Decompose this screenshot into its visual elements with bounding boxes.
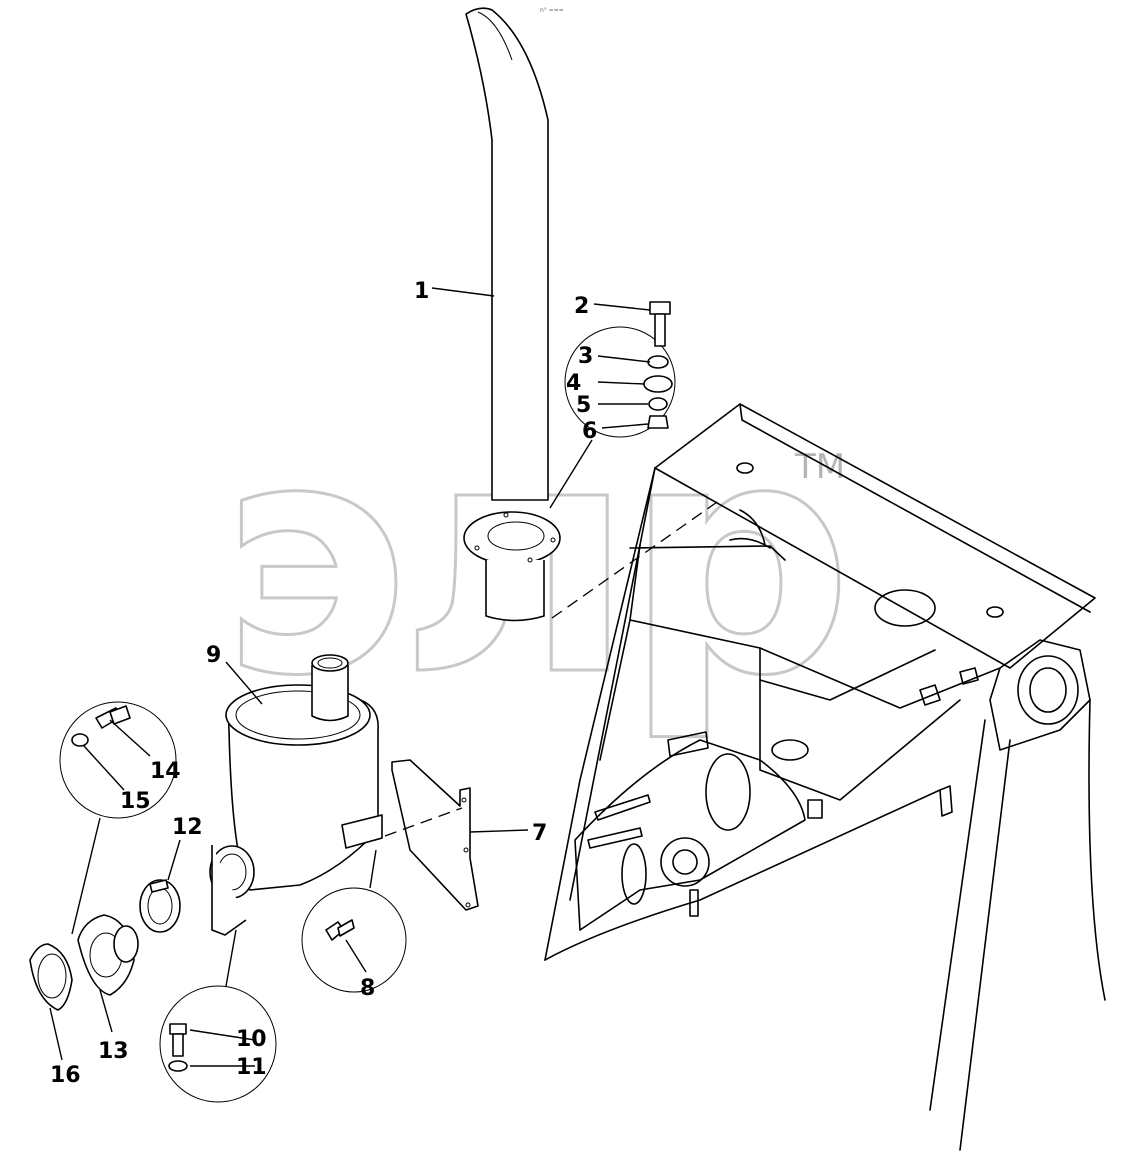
pipe-to-frame-dash — [551, 499, 721, 619]
callout-16: 16 — [50, 1063, 81, 1088]
callout-9: 9 — [206, 643, 221, 668]
muffler-to-bracket-dash — [384, 807, 463, 837]
part-1-exhaust-pipe — [463, 7, 561, 622]
part-7-bracket — [391, 759, 479, 911]
hardware-group-8 — [301, 849, 407, 993]
header-mark: n° === — [540, 7, 564, 14]
callout-7: 7 — [532, 821, 547, 846]
callout-1: 1 — [414, 279, 429, 304]
callout-4: 4 — [566, 371, 581, 396]
callout-10: 10 — [236, 1027, 267, 1052]
part-13-flange — [77, 914, 139, 996]
callout-3: 3 — [578, 344, 593, 369]
callout-5: 5 — [576, 393, 591, 418]
hardware-group-2-6 — [549, 301, 676, 509]
callout-15: 15 — [120, 789, 151, 814]
part-9-muffler — [209, 654, 383, 936]
hardware-group-14-15 — [59, 701, 177, 935]
callout-12: 12 — [172, 815, 203, 840]
part-12-clamp — [139, 879, 181, 933]
machine-frame — [544, 403, 1106, 1151]
callout-8: 8 — [360, 976, 375, 1001]
callout-2: 2 — [574, 294, 589, 319]
callout-13: 13 — [98, 1039, 129, 1064]
callout-11: 11 — [236, 1055, 267, 1080]
callout-6: 6 — [582, 419, 597, 444]
part-16-gasket — [29, 943, 73, 1011]
hardware-group-10-11 — [159, 929, 277, 1103]
leader-lines — [49, 287, 651, 1067]
callout-14: 14 — [150, 759, 181, 784]
callouts: 1 2 3 4 5 6 7 8 9 10 11 12 13 14 15 16 — [50, 279, 597, 1088]
